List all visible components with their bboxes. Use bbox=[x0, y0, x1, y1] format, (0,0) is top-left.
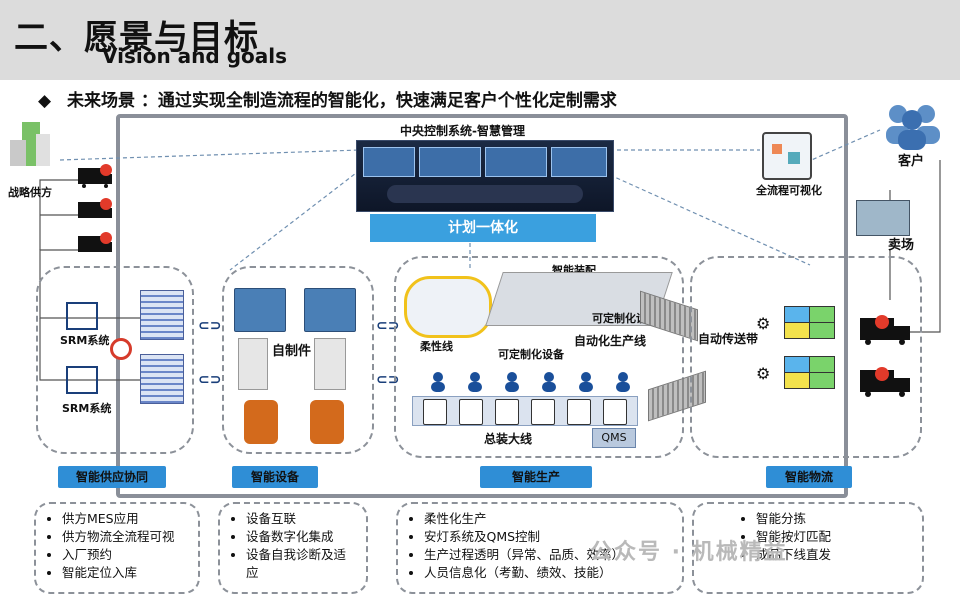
workstation-icon bbox=[567, 399, 591, 425]
bullet-item: 设备自我诊断及适应 bbox=[246, 546, 358, 582]
tablet-icon bbox=[762, 132, 812, 180]
central-control-label: 中央控制系统-智慧管理 bbox=[400, 124, 525, 138]
plan-integration-bar: 计划一体化 bbox=[370, 214, 596, 242]
store-label: 卖场 bbox=[888, 238, 915, 253]
equipment-tag: 智能设备 bbox=[232, 466, 318, 488]
production-tag: 智能生产 bbox=[480, 466, 592, 488]
logistics-tag: 智能物流 bbox=[766, 466, 852, 488]
truck-icon bbox=[78, 198, 114, 226]
supply-tag: 智能供应协同 bbox=[58, 466, 166, 488]
control-room-image bbox=[356, 140, 614, 212]
final-line-label: 总装大线 bbox=[484, 432, 533, 446]
logistics-zone bbox=[690, 256, 922, 458]
robot-arm-image bbox=[310, 400, 344, 444]
robot-arm-icon: ⚙ bbox=[756, 364, 771, 383]
bullet-item: 安灯系统及QMS控制 bbox=[424, 528, 674, 546]
robot-arm-image bbox=[244, 400, 278, 444]
factory-frame bbox=[116, 114, 848, 498]
machine-image bbox=[304, 288, 356, 332]
flexible-line-image bbox=[404, 276, 492, 338]
scenario-heading: ◆ 未来场景 ：通过实现全制造流程的智能化，快速满足客户个性化定制需求 bbox=[38, 86, 617, 111]
auto-line-label: 自动化生产线 bbox=[574, 334, 647, 348]
equipment-zone bbox=[222, 266, 374, 454]
visualization-label: 全流程可视化 bbox=[756, 184, 822, 197]
truck-icon bbox=[78, 164, 114, 192]
sorting-shelf bbox=[784, 306, 835, 339]
equipment-bullets: 设备互联 设备数字化集成 设备自我诊断及适应 bbox=[218, 502, 368, 594]
custom-device-label-2: 可定制化设备 bbox=[498, 348, 564, 361]
bullet-item: 智能按灯匹配 bbox=[756, 528, 914, 546]
workers-row bbox=[428, 372, 638, 392]
bullet-item: 供方MES应用 bbox=[62, 510, 190, 528]
press-image bbox=[238, 338, 268, 390]
scenario-text: 未来场景 ：通过实现全制造流程的智能化，快速满足客户个性化定制需求 bbox=[67, 91, 617, 111]
supplier-label: 战略供方 bbox=[8, 186, 52, 199]
workstation-icon bbox=[495, 399, 519, 425]
delivery-truck-icon bbox=[860, 312, 914, 350]
robot-arm-icon: ⚙ bbox=[756, 314, 771, 333]
bullet-item: 智能定位入库 bbox=[62, 564, 190, 582]
monitor-icon bbox=[66, 302, 98, 330]
storage-rack-image bbox=[140, 290, 184, 340]
final-assembly-line bbox=[412, 396, 638, 426]
workstation-icon bbox=[423, 399, 447, 425]
workstation-icon bbox=[459, 399, 483, 425]
production-bullets: 柔性化生产 安灯系统及QMS控制 生产过程透明（异常、品质、效率） 人员信息化（… bbox=[396, 502, 684, 594]
header-band bbox=[0, 0, 960, 80]
sorting-shelf bbox=[784, 356, 835, 389]
bullet-item: 智能分拣 bbox=[756, 510, 914, 528]
delivery-truck-icon bbox=[860, 364, 914, 402]
monitor-icon bbox=[66, 366, 98, 394]
bullet-item: 设备互联 bbox=[246, 510, 358, 528]
supplier-building-icon bbox=[8, 118, 52, 168]
qms-badge: QMS bbox=[592, 428, 636, 448]
page-subtitle-en: Vision and goals bbox=[102, 44, 288, 68]
self-made-label: 自制件 bbox=[272, 344, 312, 359]
production-zone bbox=[394, 256, 684, 458]
page-title: 二、愿景与目标 bbox=[14, 18, 259, 58]
store-building-icon bbox=[856, 200, 910, 236]
machine-image bbox=[234, 288, 286, 332]
supply-zone bbox=[36, 266, 194, 454]
diamond-bullet-icon: ◆ bbox=[38, 91, 52, 111]
bullet-item: 设备数字化集成 bbox=[246, 528, 358, 546]
watermark: 公众号 · 机械精益 bbox=[590, 540, 788, 565]
truck-icon bbox=[78, 232, 114, 260]
bullet-item: 成品下线直发 bbox=[756, 546, 914, 564]
bullet-item: 柔性化生产 bbox=[424, 510, 674, 528]
link-icon: ⊂⊃ bbox=[376, 372, 400, 388]
workstation-icon bbox=[603, 399, 627, 425]
link-icon: ⊂⊃ bbox=[376, 318, 400, 334]
bullet-item: 人员信息化（考勤、绩效、技能） bbox=[424, 564, 674, 582]
customer-group-icon bbox=[878, 100, 948, 154]
link-icon: ⊂⊃ bbox=[198, 372, 222, 388]
gauge-icon bbox=[110, 338, 132, 360]
customer-label: 客户 bbox=[898, 154, 925, 169]
flexible-line-label: 柔性线 bbox=[420, 340, 453, 353]
bullet-item: 供方物流全流程可视 bbox=[62, 528, 190, 546]
bullet-item: 生产过程透明（异常、品质、效率） bbox=[424, 546, 674, 564]
conveyor-label: 自动传送带 bbox=[698, 332, 759, 346]
srm-label-1: SRM系统 bbox=[60, 334, 110, 347]
logistics-bullets: 智能分拣 智能按灯匹配 成品下线直发 bbox=[692, 502, 924, 594]
link-icon: ⊂⊃ bbox=[198, 318, 222, 334]
workstation-icon bbox=[531, 399, 555, 425]
storage-rack-image bbox=[140, 354, 184, 404]
srm-label-2: SRM系统 bbox=[62, 402, 112, 415]
press-image bbox=[314, 338, 346, 390]
supply-bullets: 供方MES应用 供方物流全流程可视 入厂预约 智能定位入库 bbox=[34, 502, 200, 594]
bullet-item: 入厂预约 bbox=[62, 546, 190, 564]
